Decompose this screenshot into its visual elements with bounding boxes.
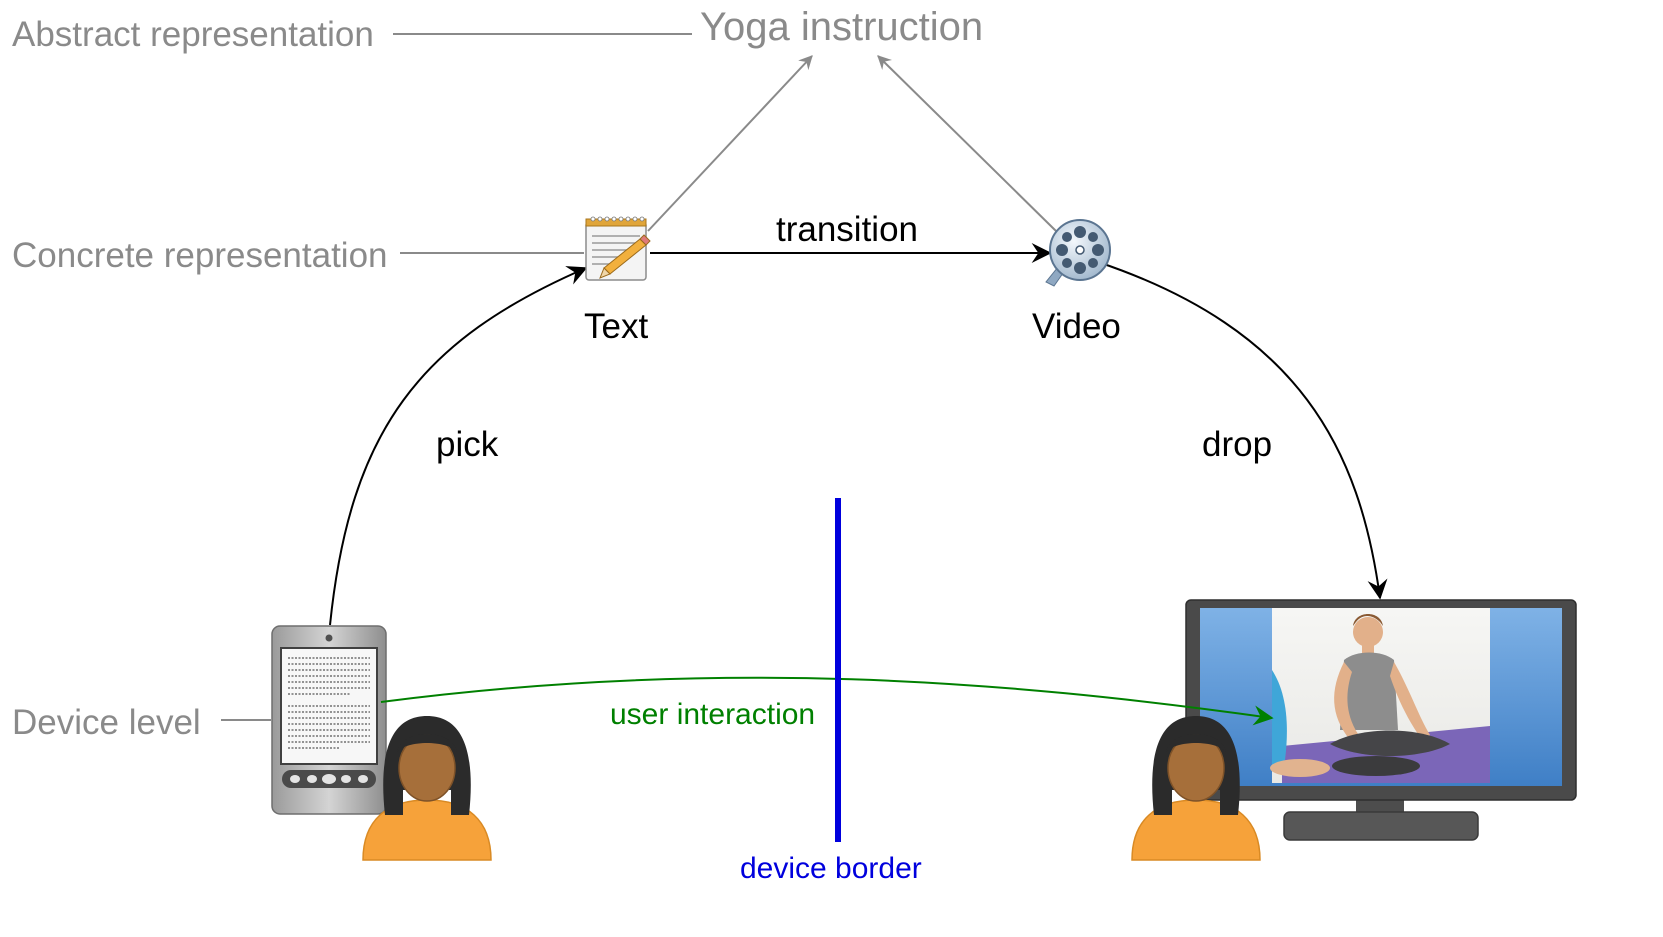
drop-label: drop: [1202, 425, 1272, 464]
text-to-abstract-arrow: [647, 55, 813, 232]
yoga-photo: [1270, 608, 1490, 783]
user-interaction-label: user interaction: [610, 698, 815, 731]
monitor-icon: [1185, 599, 1577, 841]
video-node-label: Video: [1032, 307, 1121, 346]
tablet-ereader-icon: [271, 625, 387, 815]
pick-label: pick: [436, 425, 499, 464]
video-to-abstract-arrow: [877, 55, 1057, 232]
abstract-level-label: Abstract representation: [12, 15, 374, 54]
user-avatar-icon: [1131, 716, 1261, 861]
film-reel-icon: [1045, 219, 1111, 287]
user-interaction-arrow: [380, 676, 1274, 726]
text-node-label: Text: [584, 307, 648, 346]
pick-arc: [329, 266, 588, 626]
drop-arc: [1097, 261, 1388, 600]
device-level-label: Device level: [12, 703, 201, 742]
abstract-title: Yoga instruction: [700, 5, 983, 49]
user-avatar-icon: [362, 716, 492, 861]
notepad-pencil-icon: [585, 216, 651, 281]
concrete-level-label: Concrete representation: [12, 236, 388, 275]
transition-label: transition: [776, 210, 918, 249]
device-border-label: device border: [740, 852, 922, 885]
